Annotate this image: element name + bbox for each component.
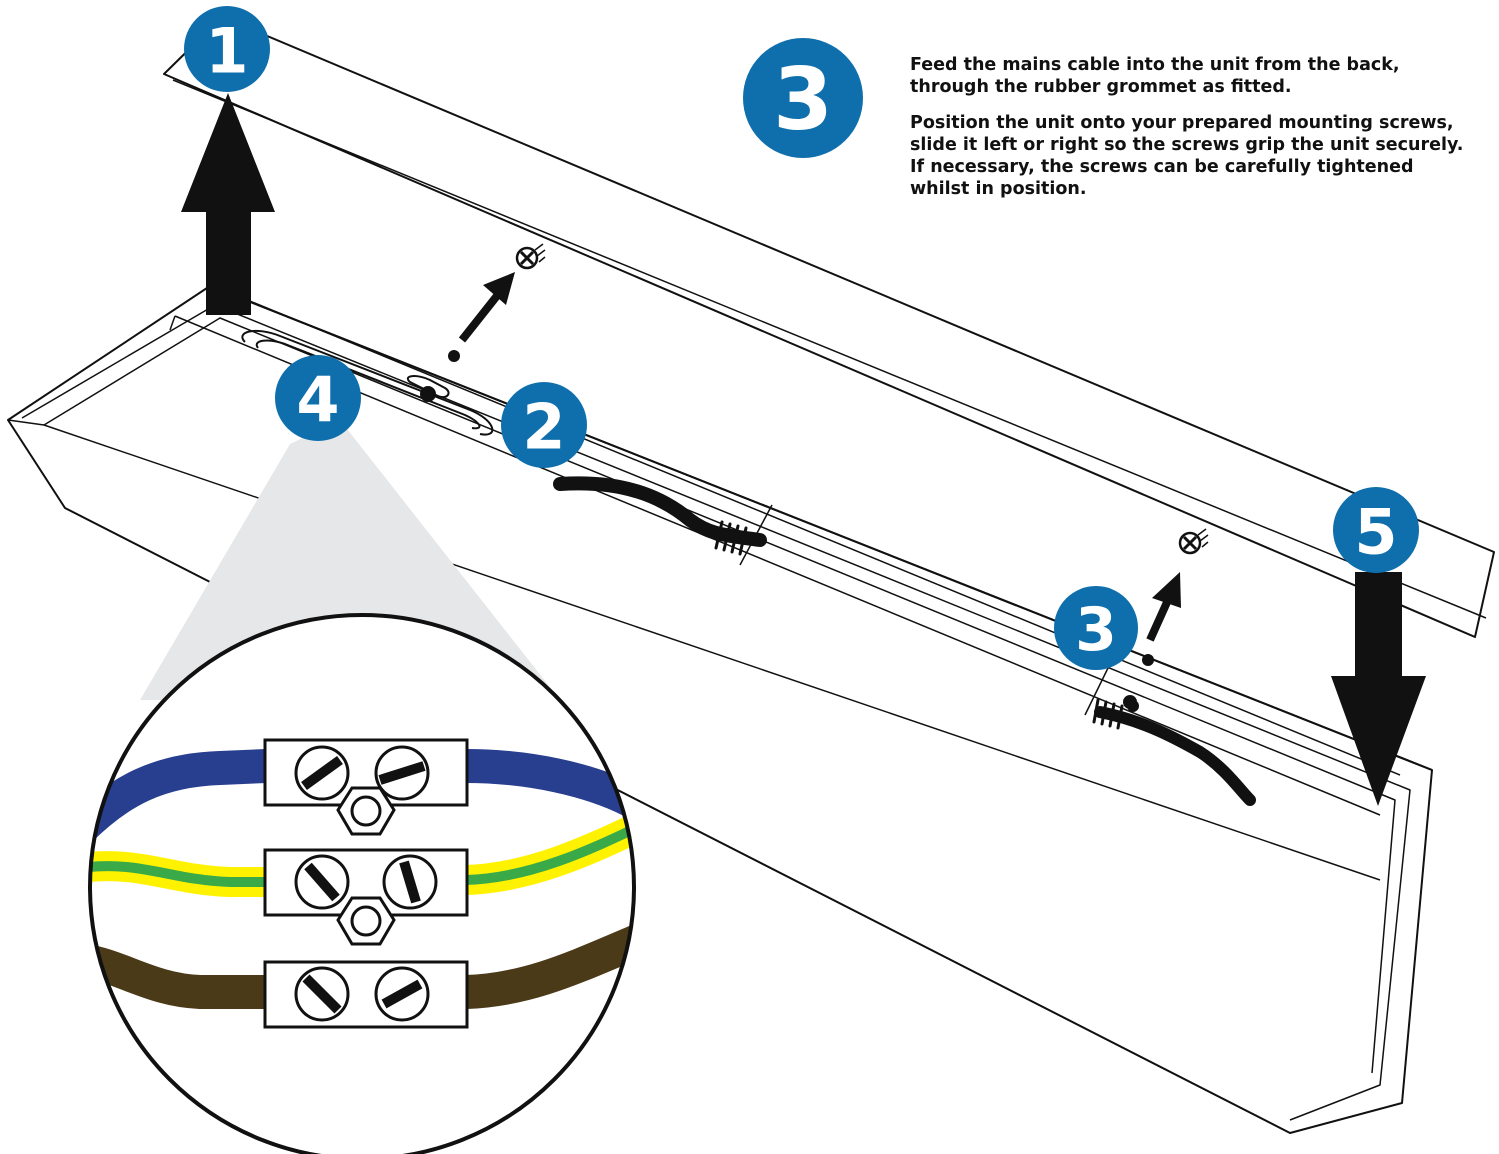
instruction-position-unit: Position the unit onto your prepared mou… — [910, 112, 1470, 200]
step-5-badge: 5 — [1333, 487, 1419, 573]
arrow-up-icon — [181, 93, 275, 315]
step-4-number: 4 — [296, 364, 339, 437]
arrow-up-icon — [462, 272, 515, 340]
arrow-up-icon — [1150, 572, 1181, 640]
step-3-badge-small: 3 — [1054, 586, 1138, 670]
instruction-feed-cable: Feed the mains cable into the unit from … — [910, 54, 1470, 98]
step-2-badge: 2 — [501, 382, 587, 468]
step-4-badge: 4 — [275, 355, 361, 441]
step-3-badge-main: 3 — [743, 38, 863, 158]
step-3-instructions: Feed the mains cable into the unit from … — [910, 54, 1470, 214]
terminal-block-icon — [265, 740, 467, 1027]
screw-icon — [1180, 529, 1208, 553]
step-1-badge: 1 — [184, 6, 270, 92]
step-5-number: 5 — [1354, 496, 1397, 569]
step-1-number: 1 — [205, 15, 248, 88]
step-3-small-number: 3 — [1075, 595, 1117, 665]
screw-icon — [517, 244, 545, 268]
step-3-number: 3 — [773, 50, 833, 150]
step-2-number: 2 — [522, 391, 565, 464]
